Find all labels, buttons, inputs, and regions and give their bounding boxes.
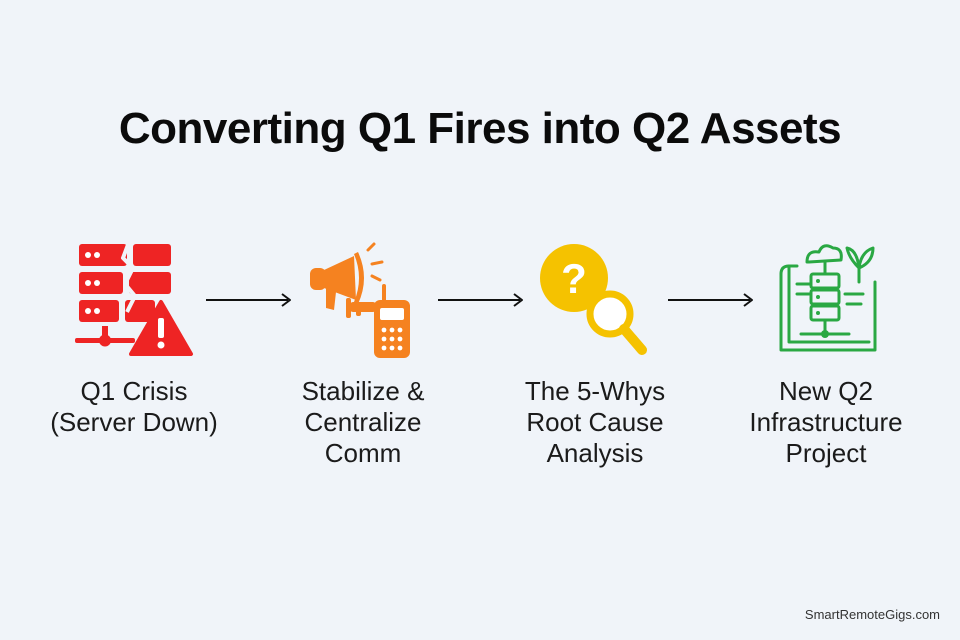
infrastructure-blueprint-icon: [779, 244, 877, 352]
step-label-line: New Q2: [779, 376, 873, 406]
step-label-line: Analysis: [546, 438, 644, 468]
watermark: SmartRemoteGigs.com: [804, 607, 940, 622]
step-label-line: Centralize: [304, 407, 422, 437]
arrow-icon: [668, 293, 753, 307]
step-infrastructure: New Q2 Infrastructure Project: [721, 238, 931, 469]
megaphone-radio-icon: [310, 242, 410, 358]
arrow-icon: [206, 293, 291, 307]
step-label-line: Infrastructure: [749, 407, 903, 437]
svg-text:?: ?: [561, 255, 587, 302]
step-label-line: The 5-Whys: [524, 376, 666, 406]
step-label-line: Root Cause: [526, 407, 664, 437]
step-label: New Q2 Infrastructure Project: [749, 376, 902, 469]
step-label: Stabilize & Centralize Comm: [302, 376, 425, 469]
step-label: The 5-Whys Root Cause Analysis: [525, 376, 665, 469]
step-label-line: Q1 Crisis: [80, 376, 188, 406]
step-label-line: Comm: [324, 438, 402, 468]
step-label: Q1 Crisis (Server Down): [50, 376, 218, 438]
question-magnifier-icon: ?: [540, 244, 647, 355]
step-root-cause: ? The 5-Whys Root Cause Analysis: [490, 238, 700, 469]
server-crisis-icon: [75, 241, 193, 356]
page-title: Converting Q1 Fires into Q2 Assets: [118, 104, 842, 153]
step-label-line: (Server Down): [50, 407, 218, 437]
step-stabilize: Stabilize & Centralize Comm: [258, 238, 468, 469]
step-label-line: Project: [785, 438, 867, 468]
arrow-icon: [438, 293, 523, 307]
step-q1-crisis: Q1 Crisis (Server Down): [29, 238, 239, 438]
step-label-line: Stabilize &: [301, 376, 425, 406]
